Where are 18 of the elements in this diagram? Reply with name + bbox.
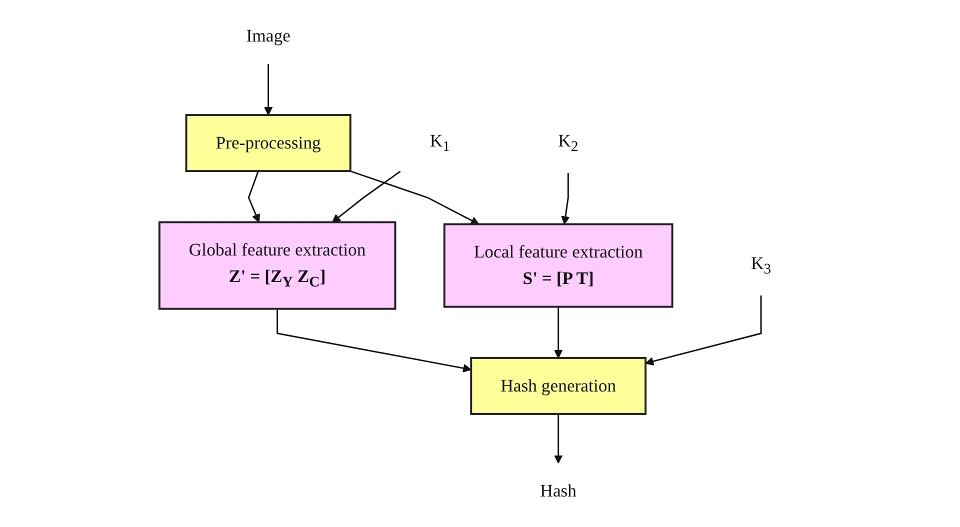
node-box: Local feature extraction S' = [P T] xyxy=(443,223,674,308)
node-text: K$_{1}$ xyxy=(430,130,450,155)
arrow xyxy=(561,173,570,225)
arrow xyxy=(554,414,563,464)
node-text: Hash xyxy=(540,480,577,500)
arrow xyxy=(276,308,472,372)
arrow xyxy=(264,64,273,116)
arrow xyxy=(645,296,762,366)
arrow xyxy=(554,306,563,358)
node-text: Image xyxy=(246,26,290,46)
node-text: K$_{2}$ xyxy=(558,130,578,155)
node-box: Hash generation xyxy=(470,356,647,415)
node-box: Pre-processing xyxy=(185,114,352,172)
arrow xyxy=(350,170,480,225)
arrow xyxy=(248,170,260,223)
arrow xyxy=(332,170,401,223)
node-box: Global feature extraction Z' = [Z$_{Y}$ Z$_{C}$] xyxy=(158,221,396,310)
node-text: K$_{3}$ xyxy=(750,253,772,278)
